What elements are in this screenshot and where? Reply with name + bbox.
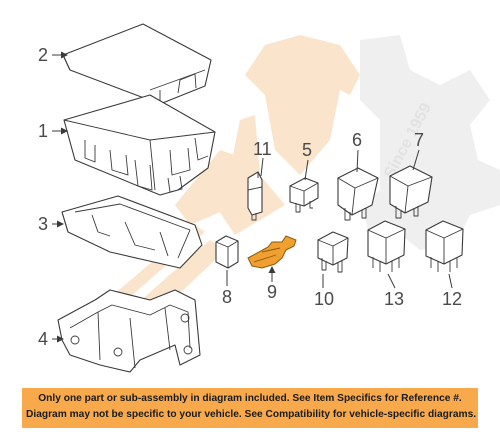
- gear-watermark-icon: [360, 35, 500, 250]
- callout-4: 4: [38, 329, 48, 349]
- disclaimer-line-2: Diagram may not be specific to your vehi…: [26, 409, 477, 420]
- callout-10: 10: [314, 289, 334, 309]
- part-3-lower-case[interactable]: [61, 195, 203, 269]
- part-8-fuse[interactable]: [215, 235, 239, 269]
- callout-3: 3: [38, 214, 48, 234]
- part-7-fuse[interactable]: [389, 165, 433, 219]
- part-1-fuse-box[interactable]: [63, 94, 216, 196]
- disclaimer-banner: Only one part or sub-assembly in diagram…: [22, 388, 478, 428]
- part-12-relay[interactable]: [425, 220, 464, 272]
- highlighted-part: [247, 235, 297, 269]
- part-11-fuse[interactable]: [247, 171, 263, 221]
- callouts: 2 1 3 4 11 5 6 7 8 9 10 13 12: [38, 45, 462, 349]
- part-13-relay[interactable]: [367, 220, 406, 272]
- callout-12: 12: [442, 289, 462, 309]
- disclaimer-line-1: Only one part or sub-assembly in diagram…: [38, 393, 462, 404]
- piston-watermark-icon: [175, 35, 360, 235]
- callout-13: 13: [384, 289, 404, 309]
- part-9-fusible-link[interactable]: [247, 235, 297, 269]
- part-10-fuse[interactable]: [317, 231, 349, 273]
- part-4-bracket[interactable]: [57, 289, 201, 373]
- callout-5: 5: [302, 140, 312, 160]
- callout-6: 6: [352, 130, 362, 150]
- part-2-cover[interactable]: [62, 23, 212, 105]
- part-6-fuse[interactable]: [337, 167, 379, 221]
- callout-8: 8: [222, 287, 232, 307]
- part-5-fuse[interactable]: [289, 177, 319, 213]
- callout-9: 9: [267, 282, 277, 302]
- callout-2: 2: [38, 45, 48, 65]
- callout-1: 1: [38, 121, 48, 141]
- callout-7: 7: [414, 130, 424, 150]
- callout-11: 11: [253, 139, 272, 159]
- leader-lines: [52, 51, 453, 343]
